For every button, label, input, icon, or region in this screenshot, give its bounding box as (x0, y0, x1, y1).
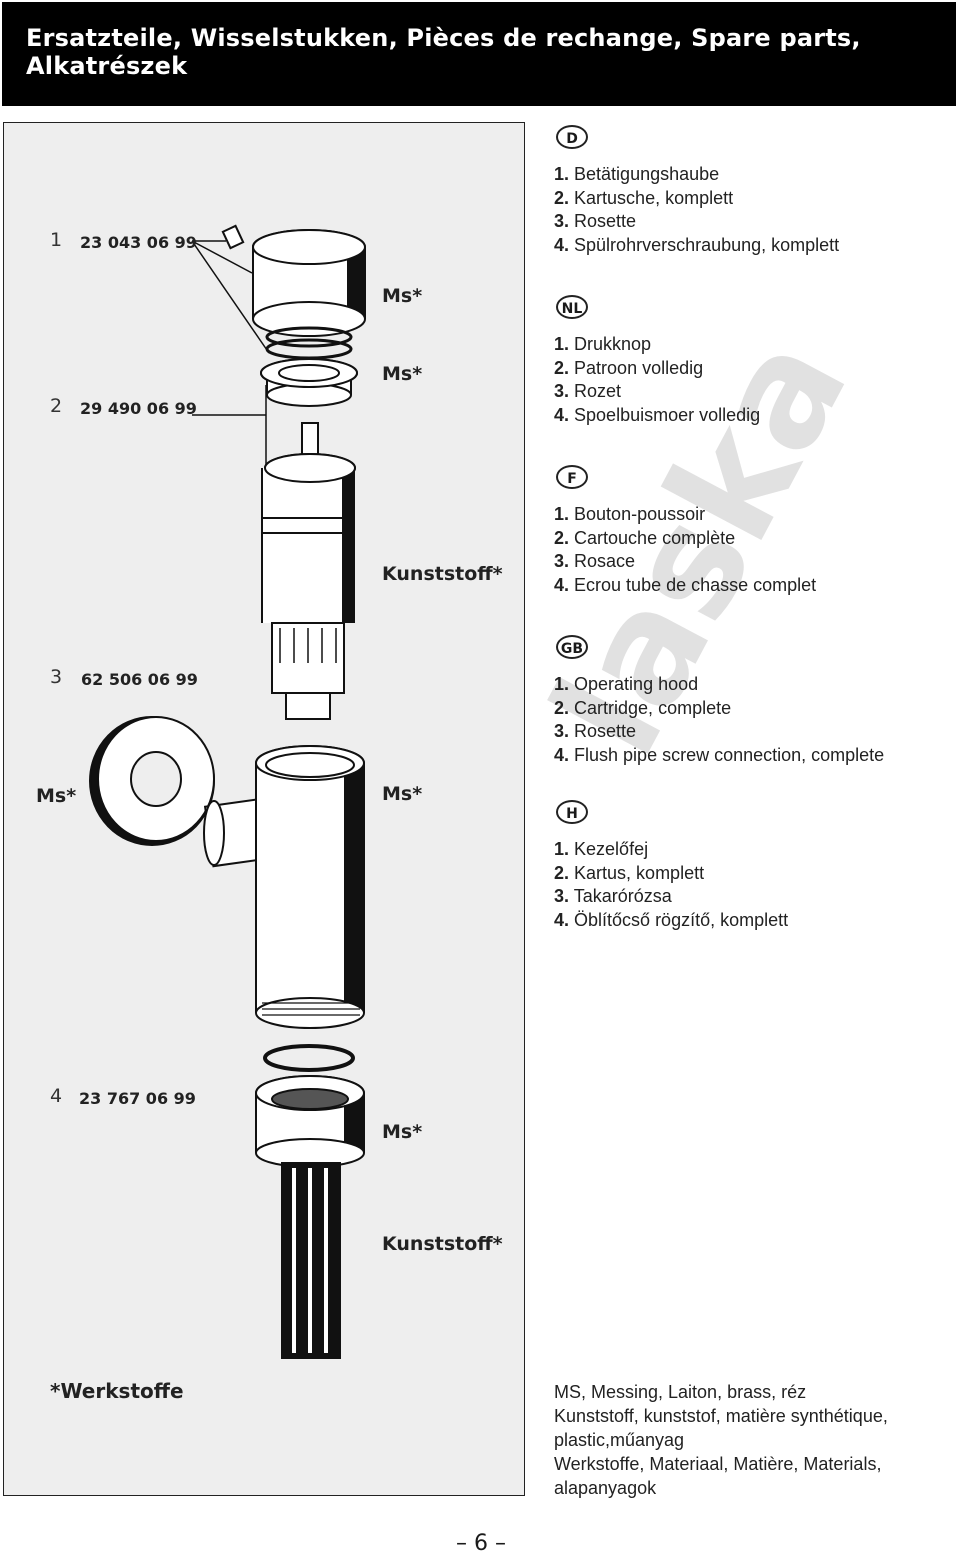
material-label-ms: Ms* (382, 1121, 423, 1143)
materials-legend: MS, Messing, Laiton, brass, réz Kunststo… (554, 1380, 950, 1500)
list-item: 2. Patroon volledig (554, 357, 704, 378)
parts-list-nl: 1. Drukknop 2. Patroon volledig 3. Rozet… (554, 333, 760, 428)
material-label-ms: Ms* (36, 785, 77, 807)
list-item: 1. Drukknop (554, 334, 652, 354)
list-item: 4. Ecrou tube de chasse complet (554, 575, 817, 596)
list-item: 2. Kartusche, komplett (554, 187, 734, 208)
part-3-article-number: 62 506 06 99 (81, 670, 198, 689)
materials-legend-line: Werkstoffe, Materiaal, Matière, Material… (554, 1454, 882, 1474)
parts-list-h: 1. Kezelőfej 2. Kartus, komplett 3. Taka… (554, 838, 788, 933)
language-badge-f: F (556, 465, 588, 489)
list-item: 4. Spoelbuismoer volledig (554, 405, 761, 426)
page-title: Ersatzteile, Wisselstukken, Pièces de re… (26, 24, 861, 80)
page-number: – 6 – (456, 1531, 506, 1556)
language-badge-h: H (556, 800, 588, 824)
list-item: 1. Operating hood (554, 674, 699, 694)
list-item: 1. Kezelőfej (554, 839, 649, 859)
materials-legend-line: alapanyagok (554, 1478, 657, 1498)
exploded-parts-diagram: 1 23 043 06 99 2 29 490 06 99 3 62 506 0… (3, 122, 525, 1496)
werkstoffe-footnote-label: *Werkstoffe (50, 1379, 184, 1403)
part-2-index: 2 (50, 395, 63, 417)
material-label-ms: Ms* (382, 783, 423, 805)
material-label-ms: Ms* (382, 285, 423, 307)
list-item: 2. Kartus, komplett (554, 862, 705, 883)
materials-legend-line: plastic,műanyag (554, 1430, 685, 1450)
part-3-index: 3 (50, 666, 63, 688)
list-item: 3. Takarórózsa (554, 886, 672, 907)
list-item: 2. Cartouche complète (554, 527, 736, 548)
list-item: 3. Rosette (554, 211, 637, 232)
part-4-article-number: 23 767 06 99 (79, 1089, 196, 1108)
material-label-kunststoff: Kunststoff* (382, 563, 503, 585)
language-badge-nl: NL (556, 295, 588, 319)
part-2-article-number: 29 490 06 99 (80, 399, 197, 418)
language-badge-d: D (556, 125, 588, 149)
operating-hood-drawing (221, 224, 366, 337)
list-item: 3. Rosette (554, 721, 637, 742)
parts-drawing (89, 224, 366, 1359)
list-item: 4. Flush pipe screw connection, complete (554, 745, 885, 766)
parts-list-d: 1. Betätigungshaube 2. Kartusche, komple… (554, 163, 839, 258)
list-item: 3. Rozet (554, 381, 622, 402)
list-item: 3. Rosace (554, 551, 636, 572)
list-item: 1. Bouton-poussoir (554, 504, 706, 524)
language-badge-gb: GB (556, 635, 588, 659)
list-item: 2. Cartridge, complete (554, 697, 732, 718)
part-1-index: 1 (50, 229, 63, 251)
parts-list-f: 1. Bouton-poussoir 2. Cartouche complète… (554, 503, 816, 598)
header-bar: Ersatzteile, Wisselstukken, Pièces de re… (2, 2, 956, 106)
materials-legend-line: Kunststoff, kunststof, matière synthétiq… (554, 1406, 888, 1426)
parts-list-gb: 1. Operating hood 2. Cartridge, complete… (554, 673, 884, 768)
part-4-index: 4 (50, 1085, 63, 1107)
material-label-ms: Ms* (382, 363, 423, 385)
part-1-article-number: 23 043 06 99 (80, 233, 197, 252)
materials-legend-line: MS, Messing, Laiton, brass, réz (554, 1382, 807, 1402)
list-item: 4. Öblítőcső rögzítő, komplett (554, 910, 789, 931)
material-label-kunststoff: Kunststoff* (382, 1233, 503, 1255)
list-item: 1. Betätigungshaube (554, 164, 720, 184)
list-item: 4. Spülrohrverschraubung, komplett (554, 235, 840, 256)
